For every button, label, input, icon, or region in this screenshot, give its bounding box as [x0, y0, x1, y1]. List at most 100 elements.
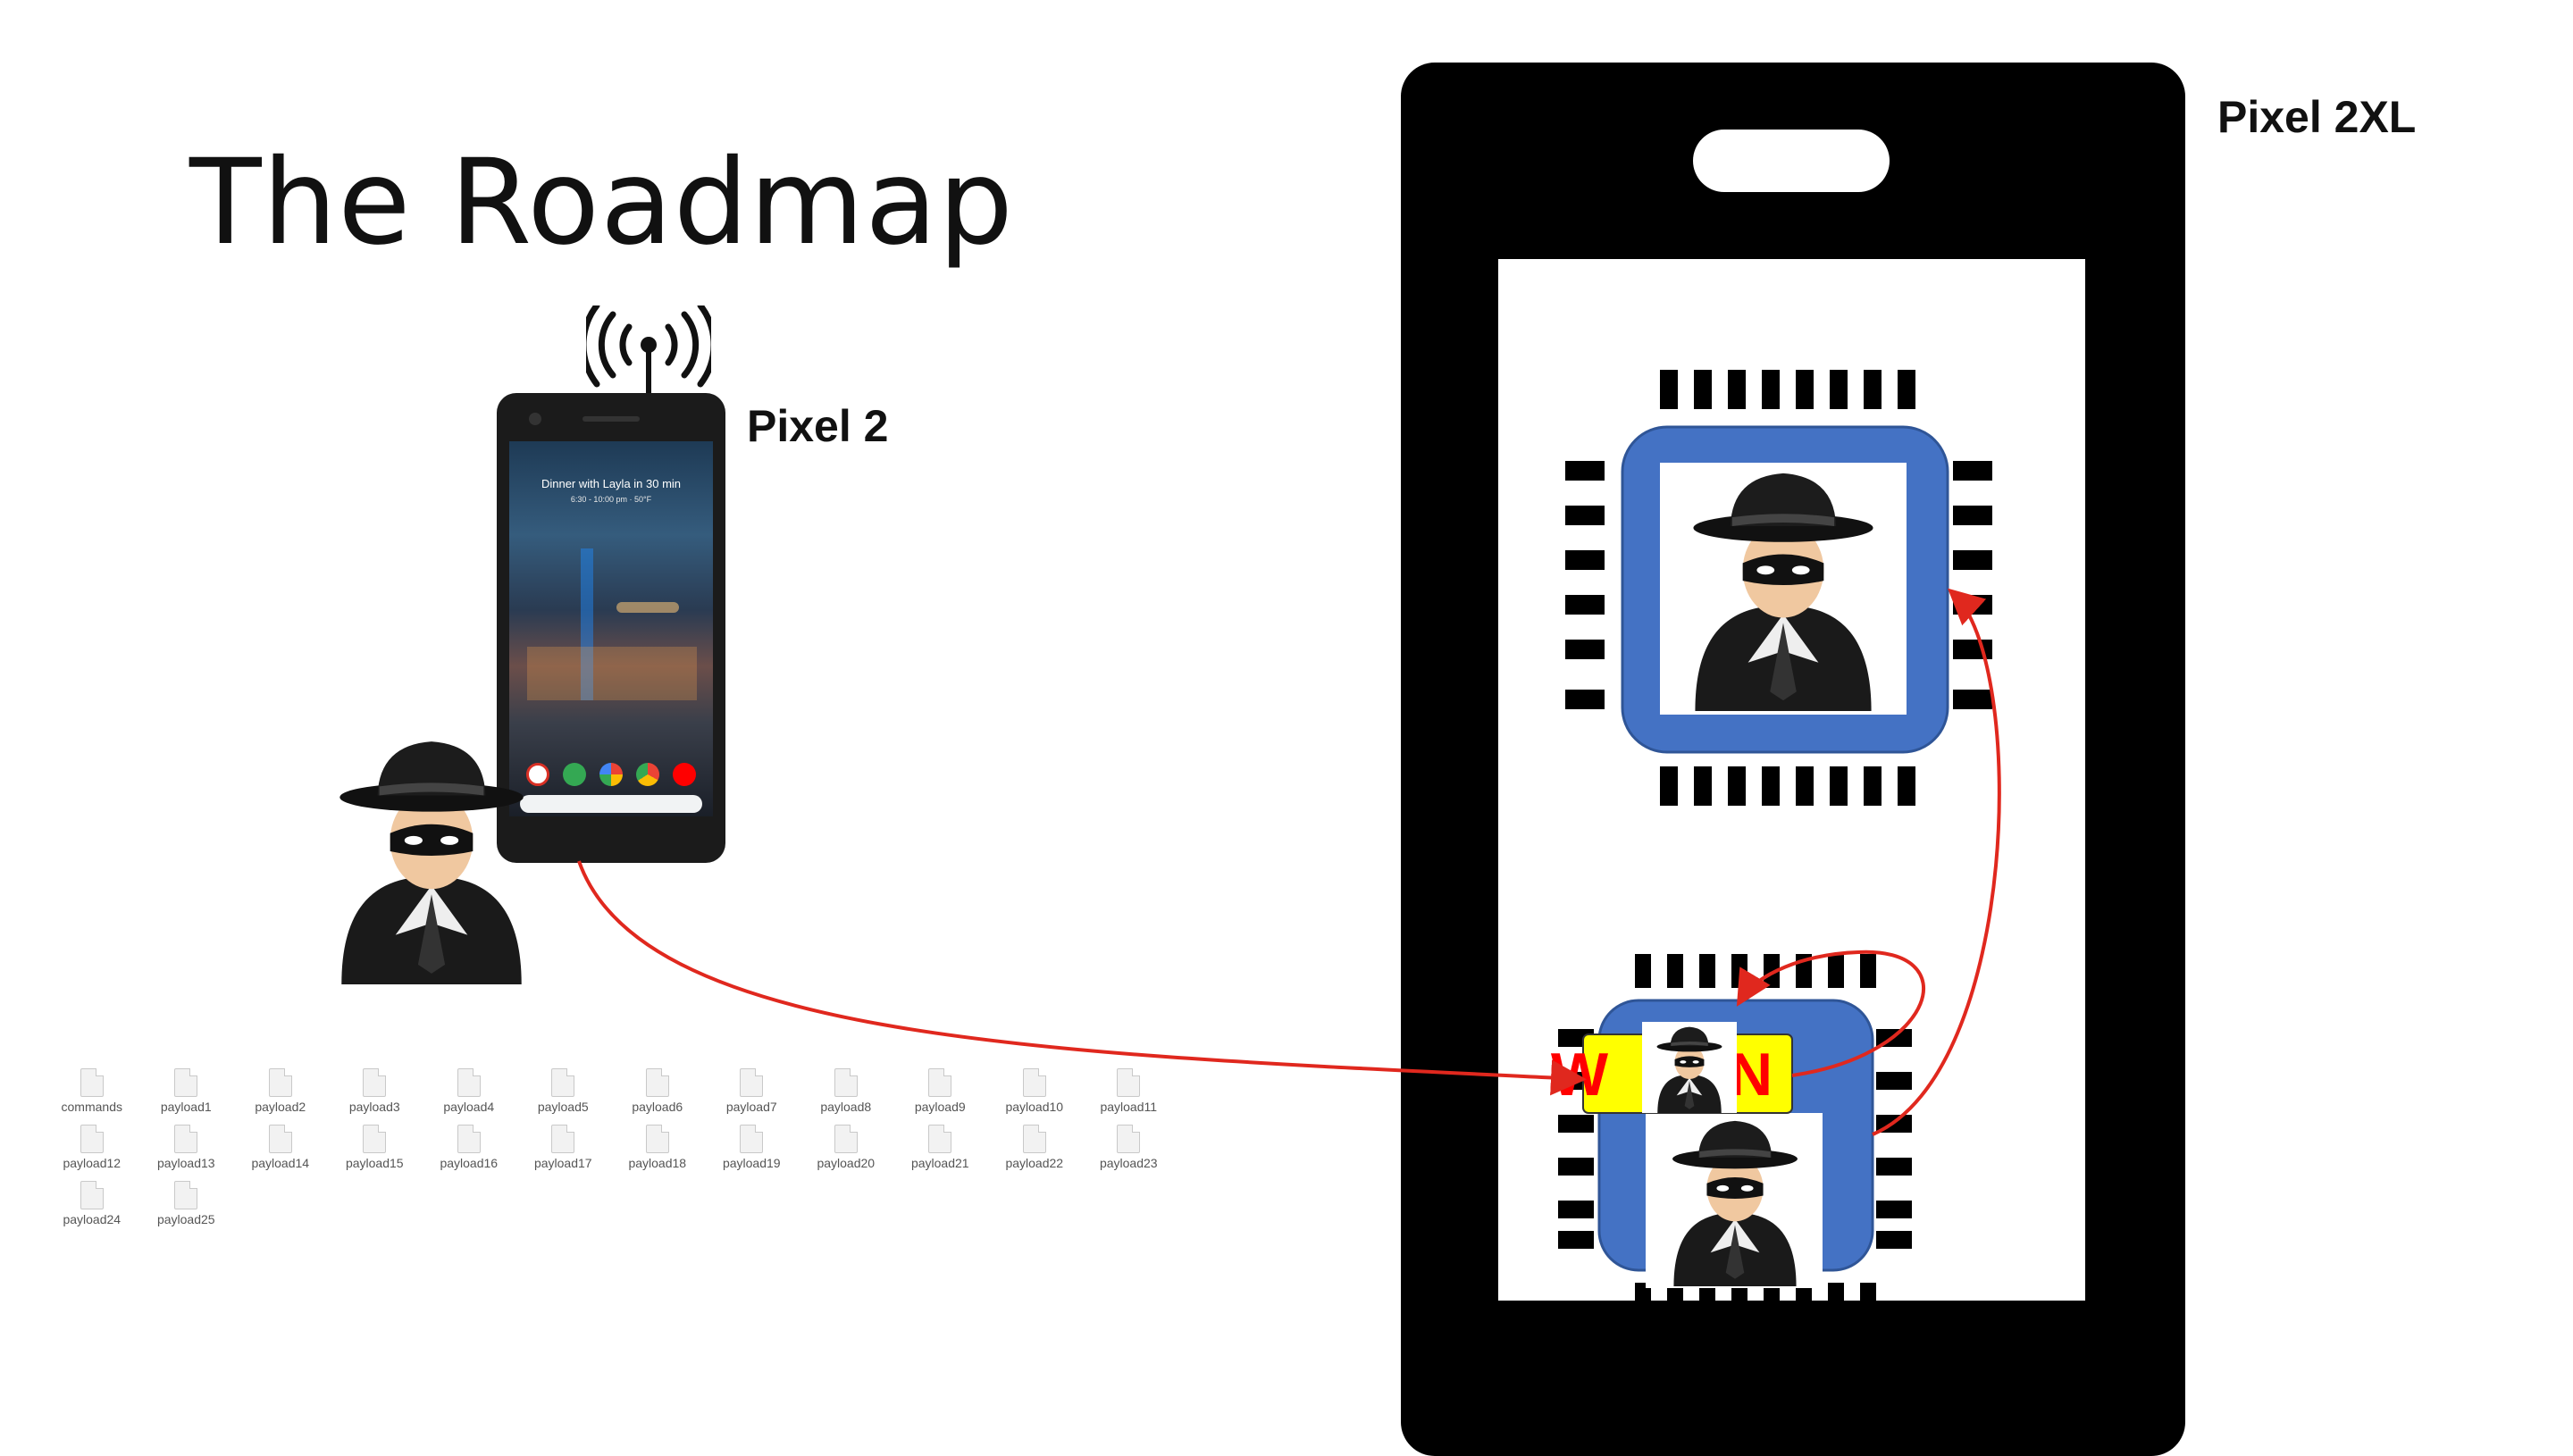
- file-label: payload16: [440, 1156, 499, 1170]
- file-item[interactable]: payload13: [139, 1125, 234, 1170]
- file-icon: [80, 1125, 104, 1153]
- file-label: payload2: [255, 1100, 306, 1114]
- file-label: payload1: [160, 1100, 212, 1114]
- file-label: payload11: [1100, 1100, 1158, 1114]
- win-banner: WIN: [1551, 1022, 1793, 1114]
- file-icon: [363, 1125, 387, 1153]
- file-item[interactable]: payload25: [139, 1181, 234, 1226]
- photos-icon[interactable]: [599, 763, 623, 786]
- file-item[interactable]: payload2: [233, 1068, 328, 1114]
- pixel2-label: Pixel 2: [747, 401, 889, 451]
- file-icon: [457, 1125, 481, 1153]
- file-icon: [80, 1181, 104, 1209]
- file-icon: [174, 1068, 198, 1097]
- notification-text: Dinner with Layla in 30 min: [541, 477, 682, 490]
- pixel2xl-speaker: [1693, 130, 1890, 192]
- file-item[interactable]: payload22: [987, 1125, 1082, 1170]
- file-label: payload14: [251, 1156, 310, 1170]
- payload-transfer-arrow: [577, 860, 1587, 1096]
- pixel2-screen: Dinner with Layla in 30 min 6:30 - 10:00…: [509, 441, 713, 816]
- file-label: payload15: [345, 1156, 404, 1170]
- file-icon: [1022, 1125, 1046, 1153]
- gmail-icon[interactable]: [526, 763, 550, 786]
- file-icon: [928, 1068, 952, 1097]
- pixel2xl-label: Pixel 2XL: [2217, 92, 2417, 142]
- file-label: payload6: [632, 1100, 683, 1114]
- file-item[interactable]: payload1: [139, 1068, 234, 1114]
- broadcast-signal-icon: [586, 305, 711, 400]
- file-label: payload25: [156, 1212, 215, 1226]
- file-label: payload18: [628, 1156, 687, 1170]
- file-item[interactable]: payload4: [422, 1068, 516, 1114]
- spy-icon: [339, 741, 524, 984]
- file-label: payload22: [1005, 1156, 1064, 1170]
- file-item[interactable]: payload7: [705, 1068, 800, 1114]
- file-item[interactable]: payload3: [328, 1068, 423, 1114]
- file-label: payload12: [63, 1156, 122, 1170]
- file-item[interactable]: payload11: [1082, 1068, 1177, 1114]
- file-label: commands: [61, 1100, 122, 1114]
- file-item[interactable]: payload21: [893, 1125, 988, 1170]
- file-label: payload19: [722, 1156, 781, 1170]
- lower-cpu-chip: [1558, 954, 1912, 1301]
- maps-icon[interactable]: [563, 763, 587, 786]
- file-item[interactable]: payload12: [45, 1125, 139, 1170]
- file-label: payload20: [817, 1156, 876, 1170]
- file-item[interactable]: payload24: [45, 1181, 139, 1226]
- file-item[interactable]: payload5: [516, 1068, 611, 1114]
- file-label: payload23: [1099, 1156, 1158, 1170]
- file-item[interactable]: payload18: [610, 1125, 705, 1170]
- chrome-icon[interactable]: [635, 763, 659, 786]
- file-label: payload7: [725, 1100, 777, 1114]
- file-label: payload24: [63, 1212, 122, 1226]
- file-icon: [268, 1125, 292, 1153]
- notification-detail: 6:30 - 10:00 pm · 50°F: [570, 495, 652, 504]
- file-label: payload3: [348, 1100, 400, 1114]
- file-item[interactable]: payload14: [233, 1125, 328, 1170]
- file-icon: [1117, 1068, 1141, 1097]
- file-icon: [645, 1125, 669, 1153]
- file-icon: [174, 1181, 198, 1209]
- file-label: payload10: [1005, 1100, 1064, 1114]
- file-item[interactable]: payload23: [1082, 1125, 1177, 1170]
- pixel2-phone: Dinner with Layla in 30 min 6:30 - 10:00…: [497, 393, 725, 863]
- file-label: payload8: [820, 1100, 872, 1114]
- file-icon: [645, 1068, 669, 1097]
- file-item[interactable]: commands: [45, 1068, 139, 1114]
- file-icon: [551, 1125, 575, 1153]
- file-icon: [363, 1068, 387, 1097]
- slide-title: The Roadmap: [189, 134, 1014, 272]
- file-label: payload5: [537, 1100, 589, 1114]
- file-label: payload9: [914, 1100, 966, 1114]
- file-icon: [740, 1125, 764, 1153]
- file-item[interactable]: payload20: [799, 1125, 893, 1170]
- google-search-bar[interactable]: [520, 795, 702, 813]
- file-item[interactable]: payload8: [799, 1068, 893, 1114]
- file-item[interactable]: payload9: [893, 1068, 988, 1114]
- escalation-loop-arrow: [1736, 950, 1925, 1077]
- file-icon: [1022, 1068, 1046, 1097]
- file-item[interactable]: payload15: [328, 1125, 423, 1170]
- file-icon: [740, 1068, 764, 1097]
- file-icon: [268, 1068, 292, 1097]
- file-item[interactable]: payload6: [610, 1068, 705, 1114]
- file-icon: [928, 1125, 952, 1153]
- payload-file-grid: commands payload1 payload2 payload3 payload4…: [45, 1068, 1215, 1226]
- upper-cpu-chip: [1565, 370, 1992, 806]
- file-icon: [1117, 1125, 1141, 1153]
- file-label: payload13: [156, 1156, 215, 1170]
- file-item[interactable]: payload10: [987, 1068, 1082, 1114]
- file-item[interactable]: payload19: [705, 1125, 800, 1170]
- file-icon: [80, 1068, 104, 1097]
- file-label: payload17: [533, 1156, 592, 1170]
- file-icon: [551, 1068, 575, 1097]
- file-item[interactable]: payload17: [516, 1125, 611, 1170]
- file-icon: [174, 1125, 198, 1153]
- youtube-icon[interactable]: [672, 763, 696, 786]
- file-item[interactable]: payload16: [422, 1125, 516, 1170]
- file-icon: [834, 1068, 858, 1097]
- file-label: payload21: [910, 1156, 969, 1170]
- file-icon: [834, 1125, 858, 1153]
- escalation-up-arrow: [1872, 588, 2001, 1136]
